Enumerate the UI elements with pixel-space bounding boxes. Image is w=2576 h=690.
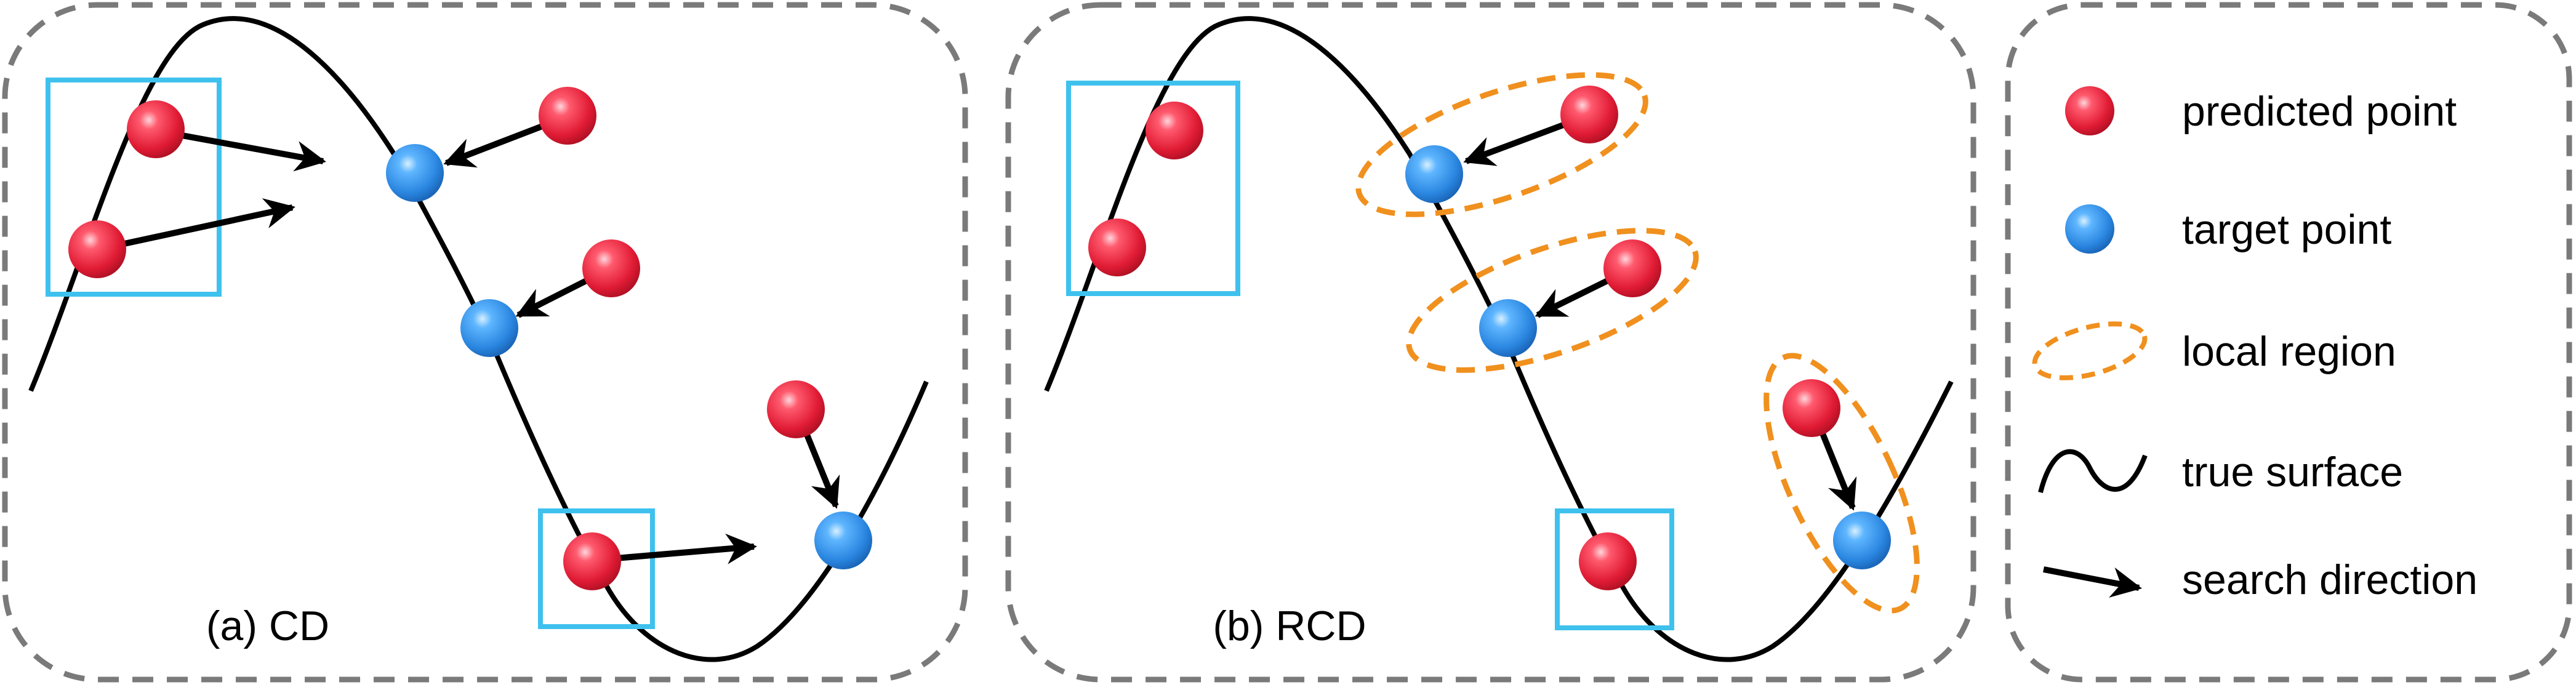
legend-frame — [2005, 2, 2572, 683]
highlight-box — [46, 78, 222, 297]
target-point — [460, 299, 518, 357]
highlight-box — [1066, 81, 1240, 296]
true-surface-icon — [2038, 449, 2148, 493]
predicted-point — [127, 100, 185, 158]
legend-label: search direction — [2182, 556, 2478, 603]
predicted-point-icon — [2065, 86, 2114, 135]
target-point-icon — [2065, 204, 2114, 254]
local-region-icon — [2032, 321, 2148, 380]
predicted-point — [539, 87, 596, 145]
legend-item-predicted: predicted point — [2065, 86, 2457, 135]
target-point — [1479, 299, 1537, 357]
target-point — [814, 511, 872, 569]
search-direction-arrow — [97, 198, 295, 252]
predicted-point — [1560, 86, 1618, 143]
predicted-point — [1783, 379, 1840, 437]
predicted-point — [1088, 219, 1146, 276]
legend-item-surface: true surface — [2038, 449, 2403, 495]
highlight-box — [1555, 508, 1674, 630]
highlight-box — [538, 508, 655, 629]
panel-b-frame — [1005, 2, 1976, 683]
legend-label: true surface — [2182, 449, 2403, 495]
legend-label: predicted point — [2182, 88, 2457, 135]
predicted-point — [1603, 239, 1661, 297]
local-region — [1406, 228, 1699, 373]
search-direction-icon — [2043, 566, 2142, 598]
legend-label: target point — [2182, 206, 2391, 253]
predicted-point — [767, 380, 825, 438]
panel-a: (a) CD — [2, 2, 968, 683]
legend-item-target: target point — [2065, 204, 2391, 254]
panel-b: (b) RCD — [1005, 2, 1976, 683]
panel-a-caption: (a) CD — [206, 603, 329, 649]
predicted-point — [582, 239, 640, 297]
target-point — [1833, 511, 1891, 569]
legend: predicted point target point local regio… — [2005, 2, 2572, 683]
target-point — [386, 144, 444, 202]
target-point — [1405, 145, 1463, 203]
predicted-point — [1579, 532, 1637, 590]
legend-label: local region — [2182, 328, 2396, 375]
local-region — [1763, 353, 1920, 614]
legend-item-region: local region — [2032, 321, 2396, 380]
panel-a-frame — [2, 2, 968, 683]
panel-b-caption: (b) RCD — [1213, 603, 1366, 649]
predicted-point — [563, 532, 621, 590]
predicted-point — [68, 220, 126, 278]
local-region — [1355, 72, 1648, 217]
predicted-point — [1146, 102, 1203, 159]
legend-item-direction: search direction — [2043, 556, 2478, 603]
